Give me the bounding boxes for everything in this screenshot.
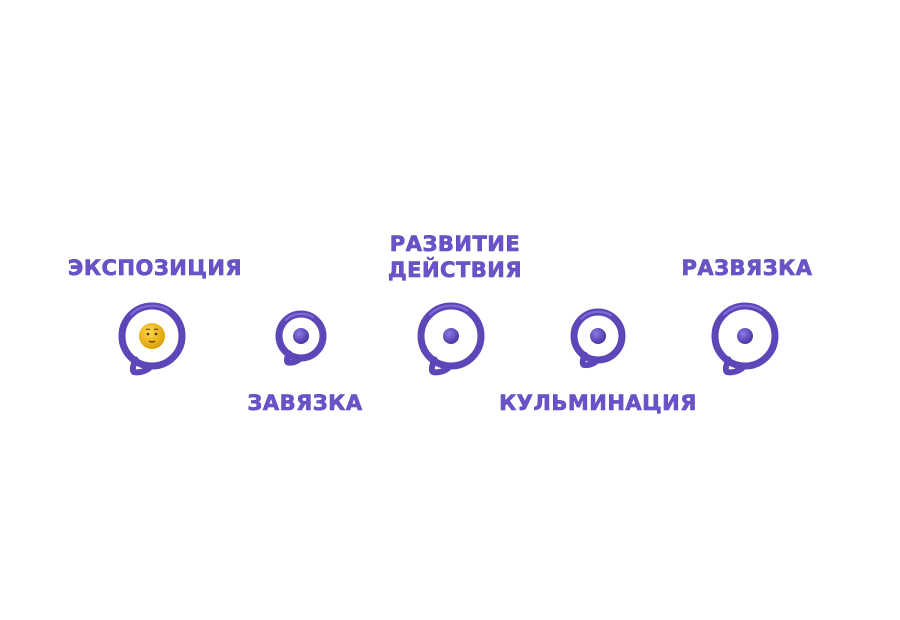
node-ring-highlight [580,310,613,320]
stage-label-line: РАЗВЯЗКА [681,256,812,280]
timeline-nodes [118,302,779,376]
stage-label: РАЗВЯЗКА [681,256,812,280]
node-dot [293,328,309,344]
node-dot [443,328,459,344]
stage-label: КУЛЬМИНАЦИЯ [499,391,697,415]
stage-label-line: ЭКСПОЗИЦИЯ [68,256,242,280]
node-ring-highlight [429,304,469,316]
node-tail [129,356,152,376]
node-tail [283,350,302,366]
node-dot [590,328,606,344]
timeline-node[interactable] [570,308,626,369]
node-tail [722,356,745,376]
smiley-icon [139,323,165,349]
node-ring-highlight [723,304,763,316]
node-dot [737,328,753,344]
node-tail [579,351,599,369]
stage-label-line: ЗАВЯЗКА [247,391,362,415]
timeline-node[interactable] [275,310,327,366]
node-tail [428,356,451,376]
stage-label: ЗАВЯЗКА [247,391,362,415]
node-ring-highlight [130,304,170,316]
timeline-node[interactable] [118,302,186,376]
timeline-node[interactable] [417,302,485,376]
node-ring-highlight [284,312,315,322]
stage-label-line: РАЗВИТИЕ [390,232,520,256]
stage-label: ЭКСПОЗИЦИЯ [68,256,242,280]
stage-label-line: КУЛЬМИНАЦИЯ [499,391,697,415]
timeline-node[interactable] [711,302,779,376]
stage-label-line: ДЕЙСТВИЯ [388,257,522,282]
